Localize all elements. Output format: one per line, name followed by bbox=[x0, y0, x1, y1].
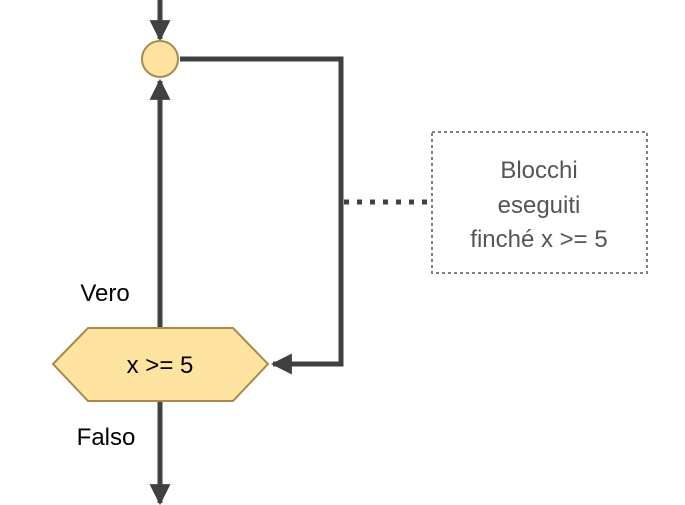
decision-label: x >= 5 bbox=[127, 352, 194, 379]
decision-node[interactable] bbox=[51, 327, 270, 402]
merge-point-node[interactable] bbox=[141, 40, 179, 78]
annotation-line-2: eseguiti bbox=[498, 192, 581, 219]
false-edge-label: Falso bbox=[77, 424, 136, 451]
annotation-line-3: finché x >= 5 bbox=[470, 226, 607, 253]
edge-loop-body bbox=[180, 56, 344, 375]
true-edge-label: Vero bbox=[80, 280, 129, 307]
annotation-box[interactable] bbox=[431, 131, 648, 274]
annotation-line-1: Blocchi bbox=[500, 157, 577, 184]
